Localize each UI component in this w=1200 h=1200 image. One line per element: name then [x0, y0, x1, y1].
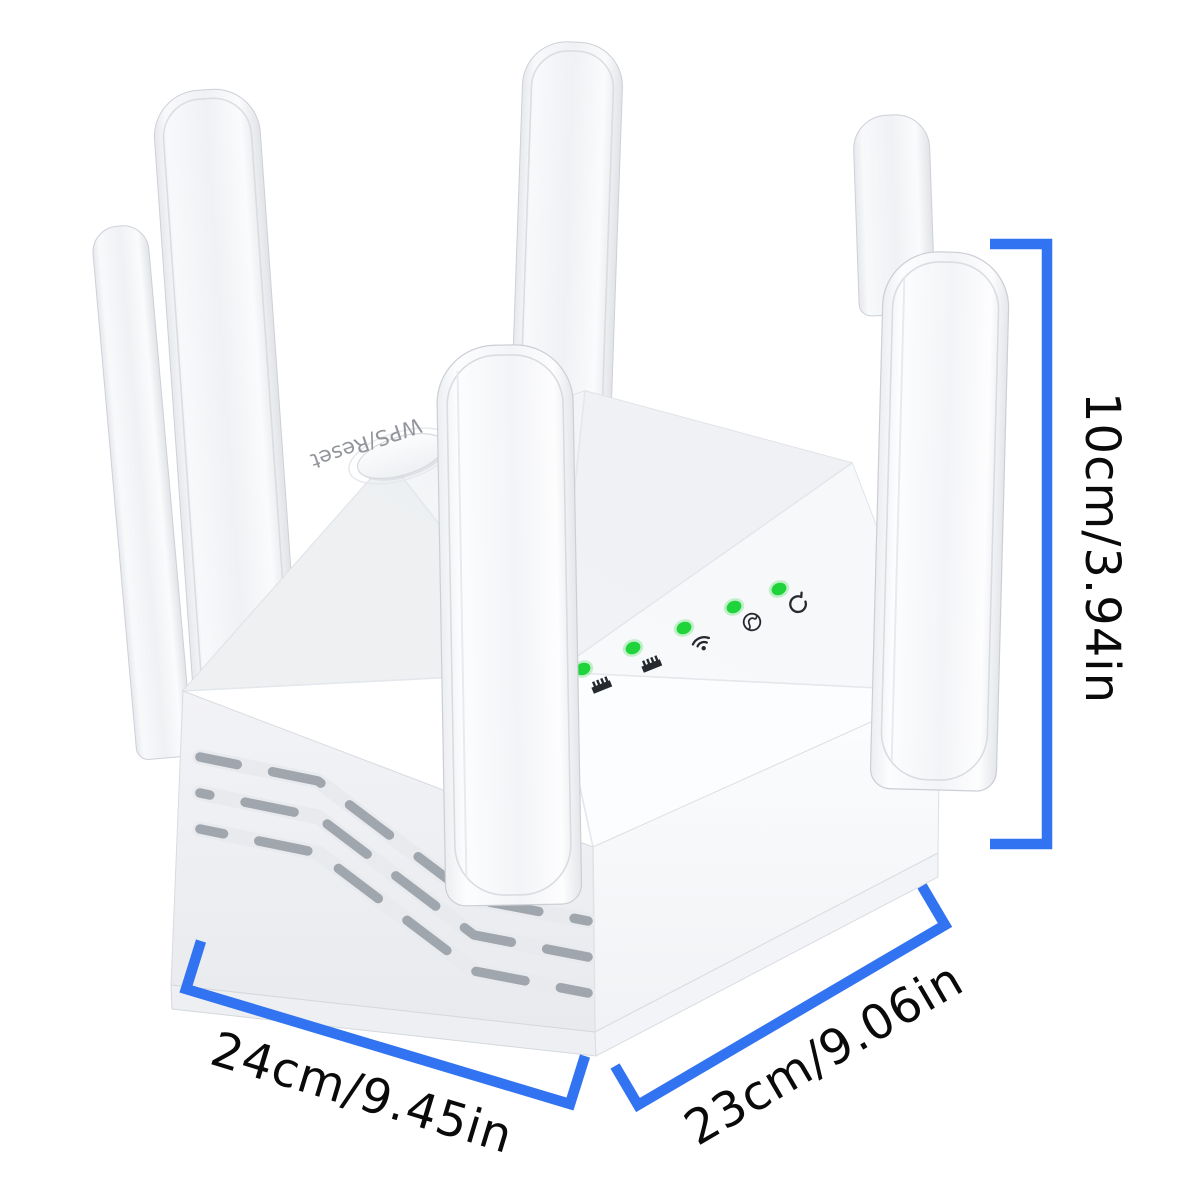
height-dimension-bracket [990, 238, 1053, 850]
status-led-wan [622, 639, 663, 673]
front-corner-edge [592, 846, 596, 1033]
device-base-right [594, 852, 939, 1057]
antenna-front-right [869, 251, 1010, 792]
wifi-extender-device: WPS/Reset [92, 41, 1010, 1057]
height-dimension-label: 10cm/3.94in [1074, 392, 1130, 704]
width-dimension-bracket [179, 939, 591, 1111]
status-led-wps [768, 580, 810, 616]
wps-reset-button [348, 427, 454, 485]
status-led-internet [723, 598, 764, 634]
front-vent-grille [192, 749, 596, 1001]
depth-dimension-bracket [610, 883, 953, 1113]
antenna-front-center [436, 344, 583, 907]
status-led-wifi [673, 619, 714, 655]
antenna-far-left [92, 225, 193, 760]
height-dimension: 10cm/3.94in [990, 238, 1130, 850]
